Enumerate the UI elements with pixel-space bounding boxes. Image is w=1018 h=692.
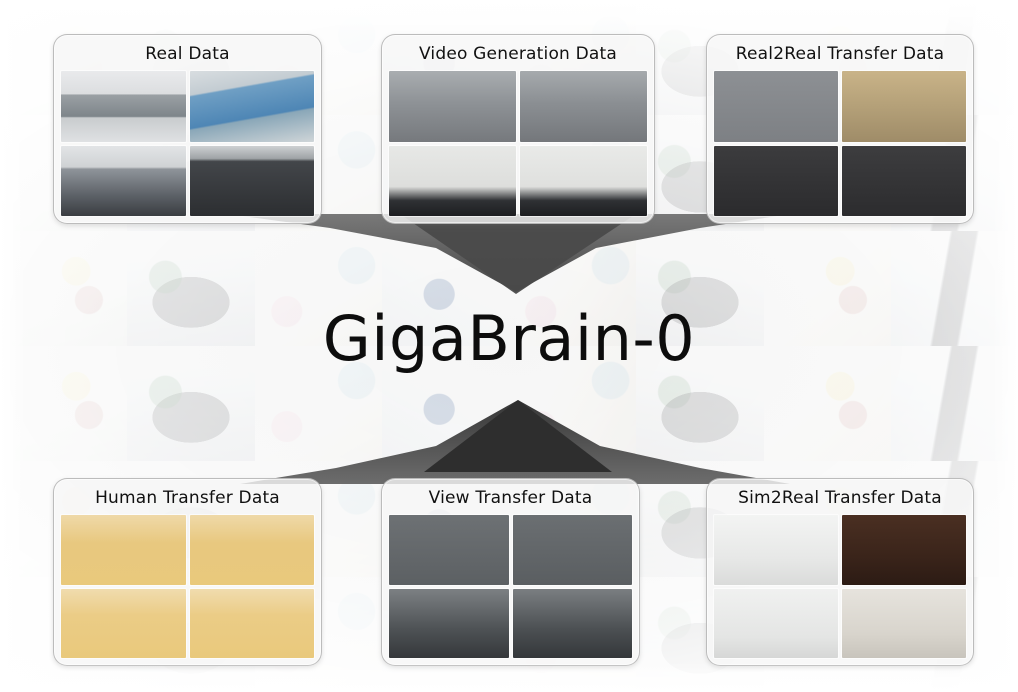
panel-title-real-data: Real Data bbox=[145, 44, 230, 64]
panel-title-view-transfer-data: View Transfer Data bbox=[428, 488, 593, 508]
panel-title-human-transfer-data: Human Transfer Data bbox=[95, 488, 280, 508]
thumb[interactable] bbox=[512, 515, 632, 585]
panel-real2real-transfer-data[interactable]: Real2Real Transfer Data bbox=[706, 34, 974, 224]
thumb[interactable] bbox=[714, 515, 838, 585]
thumb[interactable] bbox=[512, 588, 632, 658]
thumb[interactable] bbox=[842, 145, 966, 216]
thumb-grid-real-data bbox=[61, 71, 314, 216]
thumb[interactable] bbox=[389, 588, 509, 658]
thumb[interactable] bbox=[714, 588, 838, 658]
thumb-grid-view-transfer-data bbox=[389, 515, 632, 658]
thumb[interactable] bbox=[842, 588, 966, 658]
thumb-grid-real2real-transfer-data bbox=[714, 71, 966, 216]
thumb[interactable] bbox=[389, 515, 509, 585]
thumb-grid-sim2real-transfer-data bbox=[714, 515, 966, 658]
thumb[interactable] bbox=[842, 515, 966, 585]
thumb[interactable] bbox=[189, 71, 314, 142]
panel-video-generation-data[interactable]: Video Generation Data bbox=[381, 34, 655, 224]
thumb[interactable] bbox=[61, 515, 186, 585]
thumb[interactable] bbox=[842, 71, 966, 142]
thumb[interactable] bbox=[520, 145, 647, 216]
panel-view-transfer-data[interactable]: View Transfer Data bbox=[381, 478, 640, 666]
thumb[interactable] bbox=[520, 71, 647, 142]
panel-title-video-generation-data: Video Generation Data bbox=[418, 44, 618, 64]
thumb[interactable] bbox=[389, 71, 516, 142]
thumb[interactable] bbox=[61, 145, 186, 216]
thumb[interactable] bbox=[389, 145, 516, 216]
panel-title-sim2real-transfer-data: Sim2Real Transfer Data bbox=[738, 488, 942, 508]
thumb-grid-human-transfer-data bbox=[61, 515, 314, 658]
panel-human-transfer-data[interactable]: Human Transfer Data bbox=[53, 478, 322, 666]
panel-title-real2real-transfer-data: Real2Real Transfer Data bbox=[735, 44, 945, 64]
thumb[interactable] bbox=[714, 71, 838, 142]
thumb[interactable] bbox=[61, 71, 186, 142]
thumb[interactable] bbox=[189, 515, 314, 585]
panel-real-data[interactable]: Real Data bbox=[53, 34, 322, 224]
thumb[interactable] bbox=[189, 588, 314, 658]
thumb[interactable] bbox=[189, 145, 314, 216]
panel-sim2real-transfer-data[interactable]: Sim2Real Transfer Data bbox=[706, 478, 974, 666]
thumb-grid-video-generation-data bbox=[389, 71, 647, 216]
thumb[interactable] bbox=[61, 588, 186, 658]
page-title: GigaBrain-0 bbox=[322, 302, 696, 375]
thumb[interactable] bbox=[714, 145, 838, 216]
